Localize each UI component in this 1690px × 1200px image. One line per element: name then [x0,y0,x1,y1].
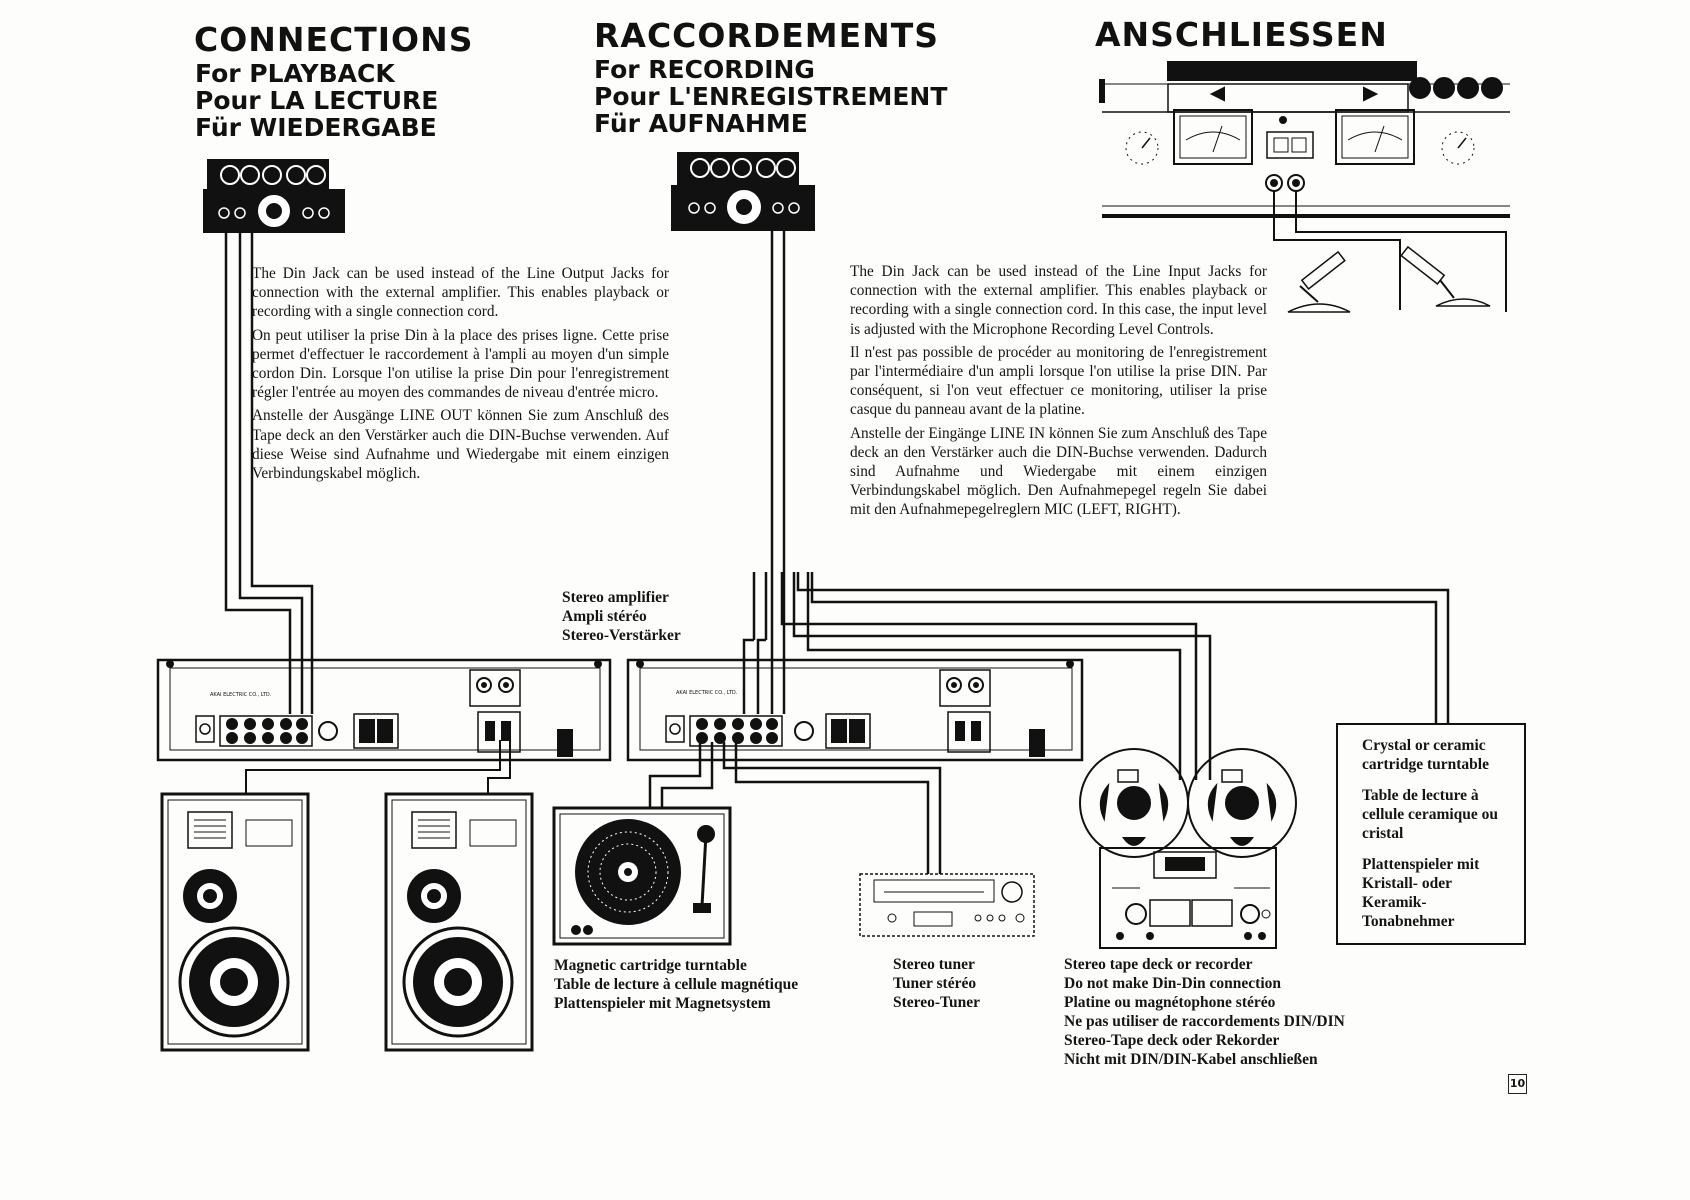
magnetic-turntable-caption-en: Magnetic cartridge turntable [554,957,747,974]
magnetic-turntable-caption-fr: Table de lecture à cellule magnétique [554,976,799,993]
playback-text-de: Anstelle der Ausgänge LINE OUT können Si… [252,407,669,483]
crystal-turntable-caption-fr: Table de lecture à cellule ceramique ou … [1362,787,1499,842]
reel-to-reel-tape-deck [1079,748,1297,949]
tuner-caption: Stereo tuner Tuner stéréo Stereo-Tuner [893,955,980,1012]
amplifier-caption-en: Stereo amplifier [562,589,669,606]
amplifier-left-brand: AKAI ELECTRIC CO., LTD. [210,692,272,698]
amplifier-right-brand: AKAI ELECTRIC CO., LTD. [676,690,738,696]
speaker-left [160,792,310,1052]
tuner-caption-de: Stereo-Tuner [893,994,980,1011]
amplifier-caption-fr: Ampli stéréo [562,608,647,625]
playback-fr: Pour LA LECTURE [195,86,439,115]
crystal-turntable-caption: Crystal or ceramic cartridge turntable T… [1362,736,1510,943]
crystal-turntable-caption-de: Plattenspieler mit Kristall- oder Kerami… [1362,856,1480,930]
speaker-right [384,792,534,1052]
playback-text-en: The Din Jack can be used instead of the … [252,265,669,321]
tape-deck-caption-line4: Ne pas utiliser de raccordements DIN/DIN [1064,1013,1345,1030]
microphone-cables [1273,191,1507,312]
microphone-right-icon [1400,245,1491,307]
recording-text-fr: Il n'est pas possible de procéder au mon… [850,343,1267,419]
amplifier-caption: Stereo amplifier Ampli stéréo Stereo-Ver… [562,588,681,645]
tape-deck-caption-line2: Do not make Din-Din connection [1064,975,1282,992]
heading-connections: CONNECTIONS [194,20,474,59]
tape-deck-caption: Stereo tape deck or recorder Do not make… [1064,955,1345,1069]
tape-deck-caption-line5: Stereo-Tape deck oder Rekorder [1064,1032,1280,1049]
recording-text-en: The Din Jack can be used instead of the … [850,263,1267,338]
tape-deck-front-panel [1099,61,1510,218]
amplifier-caption-de: Stereo-Verstärker [562,627,681,644]
recording-explanation: The Din Jack can be used instead of the … [850,262,1267,524]
heading-raccordements: RACCORDEMENTS [594,16,940,55]
magnetic-turntable-caption: Magnetic cartridge turntable Table de le… [554,956,798,1013]
tuner-caption-fr: Tuner stéréo [893,975,977,992]
page-number: 10 [1508,1074,1527,1094]
recording-text-de: Anstelle der Eingänge LINE IN können Sie… [850,424,1267,519]
playback-explanation: The Din Jack can be used instead of the … [252,264,669,487]
playback-text-fr: On peut utiliser la prise Din à la place… [252,326,669,402]
stereo-amplifier-left: AKAI ELECTRIC CO., LTD. [156,658,612,762]
heading-anschliessen: ANSCHLIESSEN [1095,15,1388,54]
microphone-left-icon [1287,250,1351,313]
playback-de: Für WIEDERGABE [195,113,437,142]
recording-de: Für AUFNAHME [594,109,808,138]
speaker-wires [245,740,511,794]
magnetic-turntable-caption-de: Plattenspieler mit Magnetsystem [554,995,771,1012]
recording-fr: Pour L'ENREGISTREMENT [594,82,948,111]
stereo-tuner [859,873,1035,937]
din-panel-playback [203,159,345,233]
tape-deck-caption-line3: Platine ou magnétophone stéréo [1064,994,1276,1011]
crystal-turntable-box [1336,723,1526,945]
magnetic-turntable [552,806,732,946]
playback-din-cables [224,232,314,714]
din-panel-recording [671,152,815,231]
crystal-turntable-caption-en: Crystal or ceramic cartridge turntable [1362,737,1489,773]
playback-subheading: For PLAYBACK Pour LA LECTURE Für WIEDERG… [195,60,438,141]
tape-deck-cables [780,572,1450,780]
turntable-tuner-wires [648,742,942,874]
tape-deck-caption-line1: Stereo tape deck or recorder [1064,956,1253,973]
recording-din-cables [742,230,786,714]
stereo-amplifier-right: AKAI ELECTRIC CO., LTD. [626,658,1084,762]
recording-en: For RECORDING [594,55,815,84]
tuner-caption-en: Stereo tuner [893,956,975,973]
recording-subheading: For RECORDING Pour L'ENREGISTREMENT Für … [594,56,947,137]
playback-en: For PLAYBACK [195,59,395,88]
tape-deck-caption-line6: Nicht mit DIN/DIN-Kabel anschließen [1064,1051,1318,1068]
